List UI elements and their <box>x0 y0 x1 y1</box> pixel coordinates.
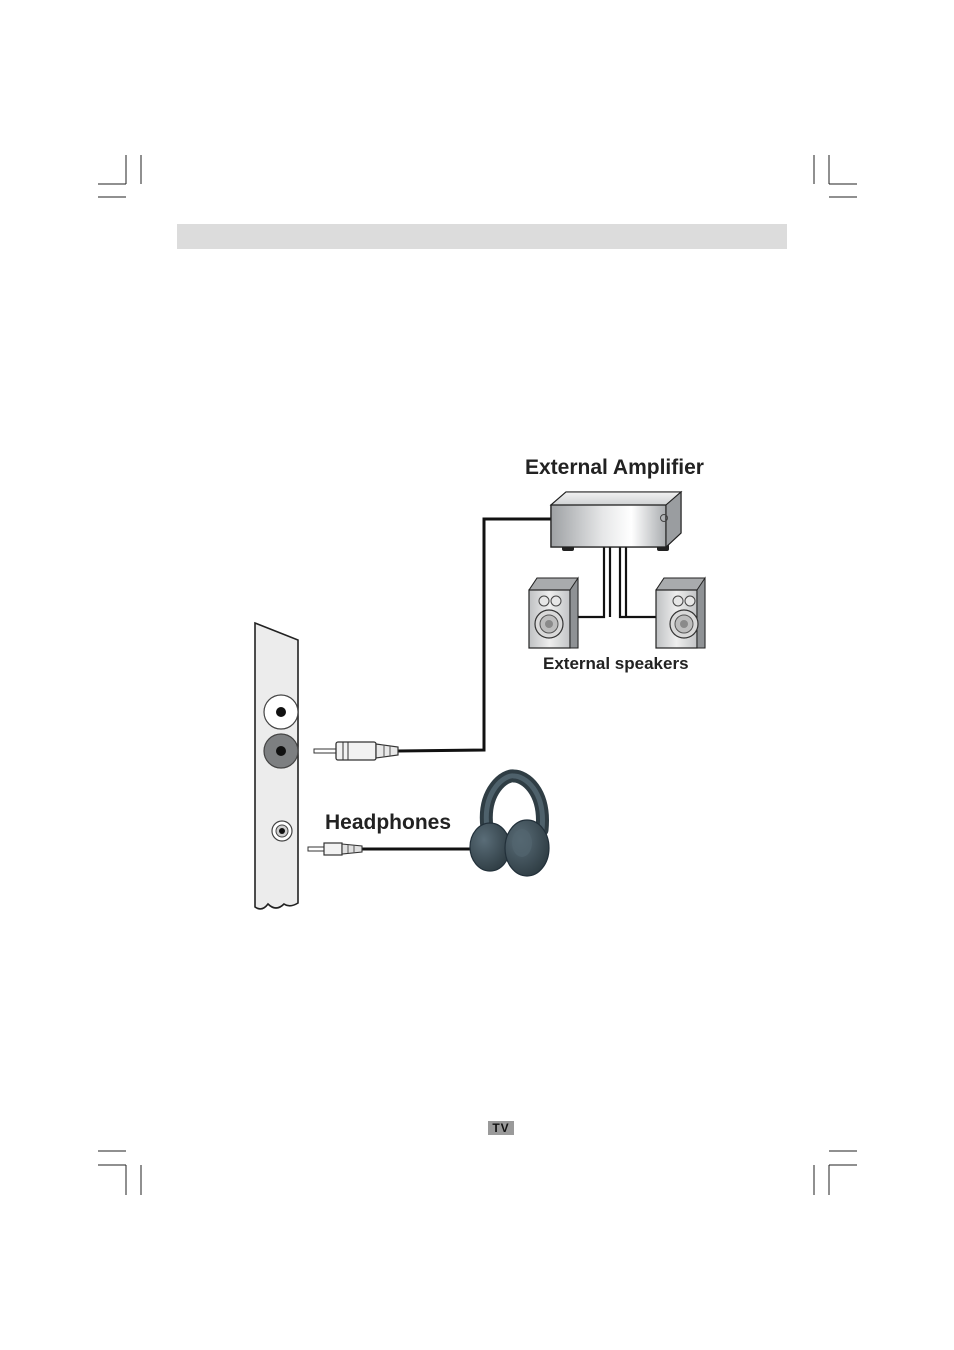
speakers-label: External speakers <box>543 654 689 674</box>
headphone-plug-icon <box>308 843 362 855</box>
headphones-icon <box>470 776 549 876</box>
amplifier-cable <box>398 519 551 751</box>
amplifier-icon <box>551 492 681 551</box>
speaker-cables <box>578 547 656 617</box>
speaker-icon-right <box>656 578 705 648</box>
audio-plug-icon <box>314 742 398 760</box>
cables <box>362 519 551 849</box>
speaker-icon-left <box>529 578 578 648</box>
tv-side-panel-icon <box>255 623 298 909</box>
headphones-label: Headphones <box>325 811 451 835</box>
crop-mark-icon <box>98 155 857 1195</box>
amplifier-label: External Amplifier <box>525 456 704 480</box>
page-tag: TV <box>488 1121 514 1135</box>
